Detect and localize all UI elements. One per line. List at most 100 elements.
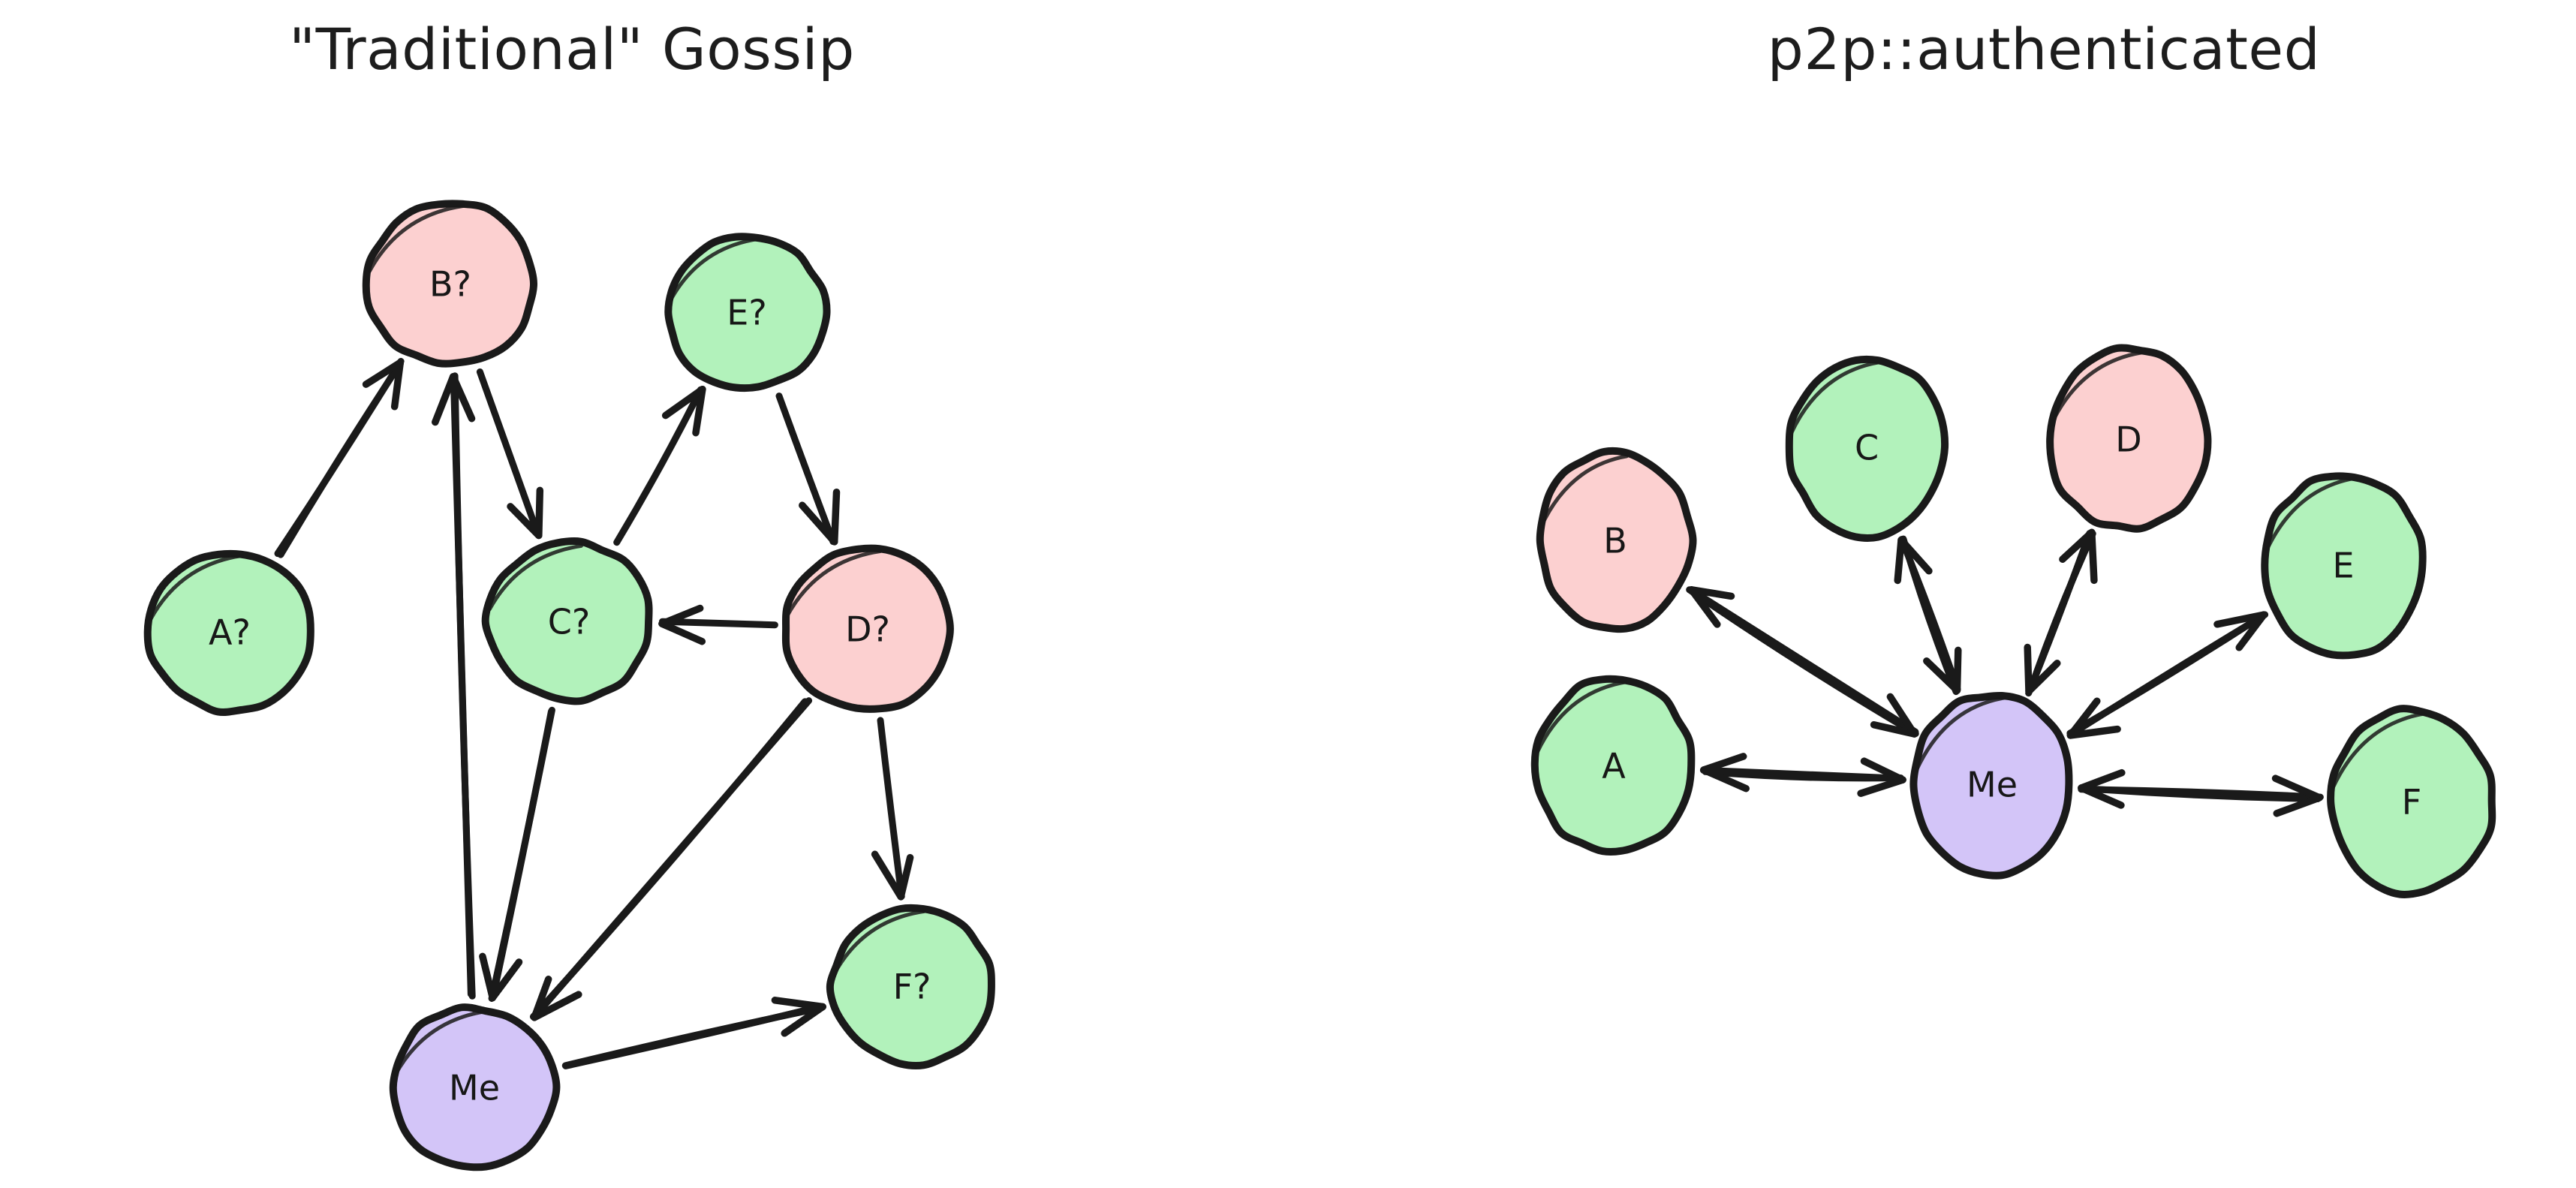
node-sketch-highlight — [784, 549, 883, 618]
node-circle[interactable] — [481, 537, 653, 705]
node-circle[interactable] — [1909, 691, 2073, 880]
arrowhead-stroke — [2235, 611, 2268, 651]
edge-me-f — [561, 997, 826, 1069]
edge-me-a — [1699, 753, 1906, 797]
arrowhead-stroke — [2078, 784, 2125, 809]
arrowhead-stroke — [1700, 766, 1750, 793]
node-label-a: A — [1602, 746, 1626, 786]
edge-c-e — [613, 385, 706, 546]
arrowhead-stroke — [1886, 693, 1918, 738]
node-sketch-highlight — [1535, 680, 1628, 754]
edge-me-e — [2066, 611, 2269, 739]
edge-shaft — [532, 697, 813, 1019]
node-a[interactable]: A? — [143, 549, 314, 716]
edge-shaft — [2025, 530, 2093, 697]
arrowhead-stroke — [2025, 660, 2061, 695]
node-e[interactable]: E — [2261, 472, 2427, 660]
node-circle[interactable] — [2327, 705, 2496, 898]
node-circle[interactable] — [826, 904, 995, 1069]
node-label-me: Me — [449, 1068, 500, 1108]
arrowhead-stroke — [871, 850, 904, 901]
node-me[interactable]: Me — [389, 1003, 561, 1171]
node-circle[interactable] — [2261, 472, 2427, 660]
arrowhead-stroke — [897, 853, 914, 901]
edge-shaft — [1690, 588, 1919, 735]
node-f[interactable]: F — [2327, 705, 2496, 898]
arrowhead-stroke — [2271, 774, 2323, 802]
arrowhead-stroke — [535, 486, 544, 540]
node-b[interactable]: B? — [362, 200, 538, 368]
node-label-c: C — [1855, 428, 1879, 468]
edge-shaft — [2066, 612, 2267, 737]
arrowhead-stroke — [1870, 720, 1918, 738]
node-circle[interactable] — [1785, 355, 1949, 542]
arrowhead-stroke — [692, 385, 706, 437]
node-sketch-highlight — [832, 909, 926, 976]
arrowhead-stroke — [661, 385, 706, 420]
node-circle[interactable] — [1536, 447, 1697, 633]
node-circle[interactable] — [1530, 675, 1696, 856]
node-circle[interactable] — [143, 549, 314, 716]
edge-shaft — [877, 717, 905, 900]
edge-d-f — [871, 717, 914, 901]
edge-me-d — [2024, 528, 2098, 697]
arrowhead-stroke — [2066, 725, 2121, 739]
arrowhead-stroke — [1687, 586, 1721, 628]
node-circle[interactable] — [389, 1003, 561, 1171]
edge-shaft — [659, 618, 778, 629]
node-e[interactable]: E? — [664, 233, 831, 392]
node-a[interactable]: A — [1530, 675, 1696, 856]
edge-c-me — [479, 706, 555, 1002]
arrowhead-stroke — [1857, 776, 1906, 797]
arrowhead-stroke — [2273, 794, 2323, 817]
node-circle[interactable] — [781, 544, 954, 713]
node-f[interactable]: F? — [826, 904, 995, 1069]
node-label-e: E — [2332, 546, 2354, 586]
node-label-f: F — [2402, 782, 2421, 823]
edge-shaft — [274, 357, 405, 558]
arrowhead-stroke — [479, 952, 497, 1002]
arrowhead-stroke — [531, 991, 582, 1021]
node-c[interactable]: C — [1785, 355, 1949, 542]
arrowhead-stroke — [2213, 611, 2268, 628]
edge-shaft — [489, 708, 555, 1002]
node-label-f: F? — [893, 967, 931, 1007]
arrowhead-stroke — [1897, 536, 1933, 575]
node-layer-traditional-gossip: A? B? C? D? E? F? Me — [143, 200, 995, 1171]
arrowhead-stroke — [2066, 697, 2101, 739]
edge-me-c — [1894, 535, 1962, 696]
arrowhead-stroke — [2078, 768, 2126, 792]
node-sketch-highlight — [1789, 360, 1881, 436]
edge-b-c — [476, 368, 544, 540]
arrowhead-stroke — [1687, 586, 1735, 600]
edge-layer-traditional-gossip — [274, 357, 914, 1069]
arrowhead-stroke — [771, 997, 826, 1011]
node-me[interactable]: Me — [1909, 691, 2073, 880]
arrowhead-stroke — [362, 359, 405, 388]
node-sketch-highlight — [2331, 711, 2426, 789]
edge-layer-p2p-authenticated — [1686, 528, 2324, 817]
arrowhead-stroke — [531, 976, 552, 1021]
node-d[interactable]: D — [2046, 344, 2212, 533]
arrowhead-stroke — [449, 373, 476, 423]
arrowhead-stroke — [1894, 536, 1905, 585]
node-circle[interactable] — [2046, 344, 2212, 533]
node-sketch-highlight — [1914, 696, 2006, 772]
node-sketch-highlight — [487, 543, 583, 612]
panel-traditional-gossip: "Traditional" Gossip A?B?C?D?E?F?Me — [143, 16, 995, 1171]
node-sketch-highlight — [367, 204, 465, 273]
node-sketch-highlight — [668, 236, 761, 302]
arrowhead-stroke — [1860, 757, 1906, 783]
node-circle[interactable] — [664, 233, 831, 392]
node-d[interactable]: D? — [781, 544, 954, 713]
node-b[interactable]: B — [1536, 447, 1697, 633]
node-c[interactable]: C? — [481, 537, 653, 705]
node-sketch-highlight — [2264, 476, 2358, 553]
edge-shaft — [1699, 766, 1904, 782]
edge-me-b — [1686, 586, 1919, 738]
node-circle[interactable] — [362, 200, 538, 368]
